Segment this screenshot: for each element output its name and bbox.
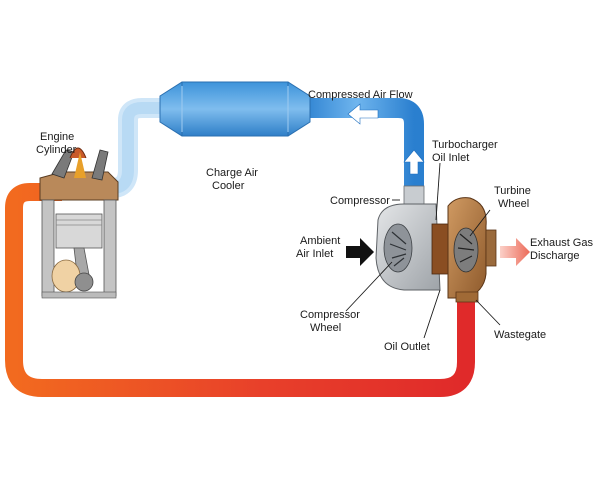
- exhaust-discharge-arrow: [500, 238, 530, 266]
- flow-arrow-left: [347, 103, 379, 125]
- leader-lines: [345, 162, 501, 339]
- turbine-wheel: [453, 227, 479, 273]
- label-engine-cylinder: Engine Cylinder: [36, 131, 77, 156]
- flow-arrow-up: [403, 149, 425, 175]
- label-wastegate: Wastegate: [494, 329, 546, 341]
- exhaust-pipe: [5, 183, 475, 397]
- label-compressed-air-flow: Compressed Air Flow: [308, 89, 413, 101]
- label-charge-air-cooler: Charge Air Cooler: [206, 167, 261, 192]
- label-turbo-oil-inlet: Turbocharger Oil Inlet: [432, 139, 501, 164]
- label-exhaust-gas-discharge: Exhaust Gas Discharge: [530, 237, 596, 262]
- label-turbine-wheel: Turbine Wheel: [494, 185, 534, 210]
- intake-air-pipe: [111, 98, 424, 198]
- engine-cylinder: [39, 147, 119, 299]
- label-compressor-wheel: Compressor Wheel: [300, 309, 363, 334]
- ambient-air-arrow: [346, 238, 374, 266]
- label-oil-outlet: Oil Outlet: [384, 341, 430, 353]
- turbocharger: [375, 185, 497, 303]
- label-compressor: Compressor: [330, 195, 390, 207]
- label-ambient-air-inlet: Ambient Air Inlet: [296, 235, 343, 260]
- charge-air-cooler: [159, 81, 311, 137]
- compressor-wheel: [383, 223, 413, 273]
